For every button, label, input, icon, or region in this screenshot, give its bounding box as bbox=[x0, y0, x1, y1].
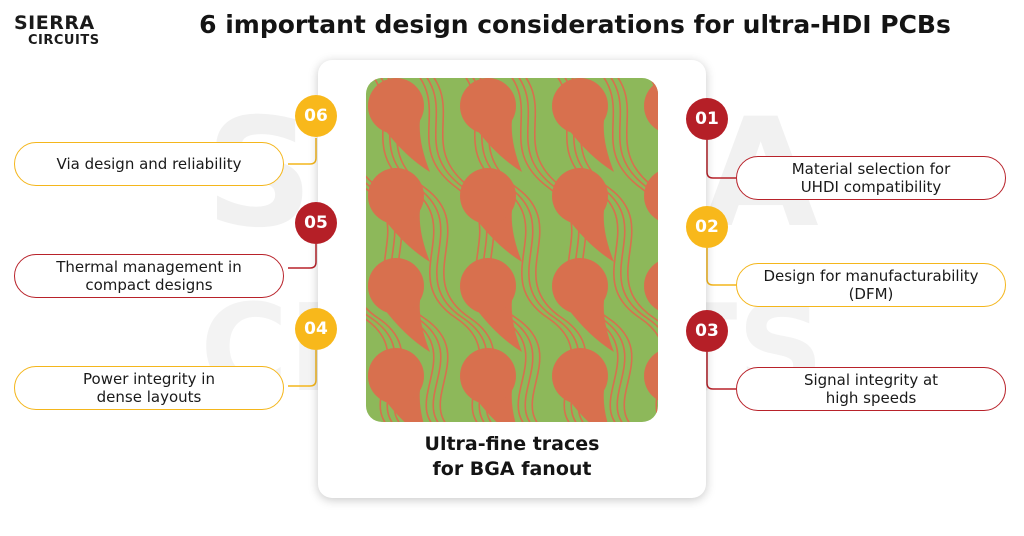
connector-01 bbox=[706, 140, 736, 179]
item-04-label-2: dense layouts bbox=[96, 388, 202, 406]
pcb-illustration bbox=[366, 78, 658, 422]
item-06-label: Via design and reliability bbox=[56, 155, 242, 173]
item-03-label-2: high speeds bbox=[825, 389, 917, 407]
caption-line-2: for BGA fanout bbox=[432, 458, 592, 480]
item-04-label-1: Power integrity in bbox=[83, 370, 215, 388]
bga-pad bbox=[368, 348, 424, 404]
connector-04 bbox=[288, 350, 317, 387]
fine-trace bbox=[610, 78, 658, 199]
pad-group bbox=[368, 78, 658, 422]
bga-pad bbox=[552, 78, 608, 134]
item-01-label-2: UHDI compatibility bbox=[800, 178, 942, 196]
pcb-fanout-graphic bbox=[366, 78, 658, 422]
bga-pad bbox=[460, 168, 516, 224]
connector-03 bbox=[706, 352, 736, 390]
badge-04: 04 bbox=[295, 308, 337, 350]
bga-pad bbox=[460, 348, 516, 404]
center-caption: Ultra-fine traces for BGA fanout bbox=[318, 432, 706, 482]
bga-pad bbox=[644, 81, 658, 131]
logo-line-1: SIERRA bbox=[14, 12, 95, 34]
bga-pad bbox=[552, 258, 608, 314]
connector-06 bbox=[288, 138, 317, 165]
badge-01: 01 bbox=[686, 98, 728, 140]
fine-trace bbox=[603, 78, 658, 209]
connector-05 bbox=[288, 244, 317, 269]
bga-pad bbox=[368, 78, 424, 134]
item-01-label-1: Material selection for bbox=[791, 160, 951, 178]
bga-pad bbox=[460, 78, 516, 134]
badge-05: 05 bbox=[295, 202, 337, 244]
logo-line-2: CIRCUITS bbox=[28, 33, 100, 48]
item-04-power: Power integrity in dense layouts bbox=[14, 366, 284, 410]
item-03-label-1: Signal integrity at bbox=[803, 371, 939, 389]
badge-02: 02 bbox=[686, 206, 728, 248]
brand-logo[interactable]: SIERRA CIRCUITS bbox=[14, 10, 114, 50]
item-02-label-2: (DFM) bbox=[848, 285, 894, 303]
item-02-label-1: Design for manufacturability bbox=[763, 267, 979, 285]
bga-pad bbox=[368, 168, 424, 224]
page-title: 6 important design considerations for ul… bbox=[199, 10, 951, 39]
bga-pad bbox=[460, 258, 516, 314]
bga-pad bbox=[644, 351, 658, 401]
badge-03: 03 bbox=[686, 310, 728, 352]
bga-pad bbox=[644, 261, 658, 311]
bga-pad bbox=[368, 258, 424, 314]
item-02-dfm: Design for manufacturability (DFM) bbox=[736, 263, 1006, 307]
bga-pad bbox=[644, 171, 658, 221]
badge-06: 06 bbox=[295, 95, 337, 137]
fine-trace bbox=[617, 78, 658, 192]
fine-trace bbox=[557, 78, 658, 419]
item-03-signal: Signal integrity at high speeds bbox=[736, 367, 1006, 411]
item-05-label-1: Thermal management in bbox=[56, 258, 242, 276]
item-06-via-design: Via design and reliability bbox=[14, 142, 284, 186]
connector-02 bbox=[706, 248, 736, 286]
item-01-material: Material selection for UHDI compatibilit… bbox=[736, 156, 1006, 200]
bga-pad bbox=[552, 168, 608, 224]
caption-line-1: Ultra-fine traces bbox=[424, 433, 600, 455]
item-05-label-2: compact designs bbox=[85, 276, 213, 294]
bga-pad bbox=[552, 348, 608, 404]
item-05-thermal: Thermal management in compact designs bbox=[14, 254, 284, 298]
